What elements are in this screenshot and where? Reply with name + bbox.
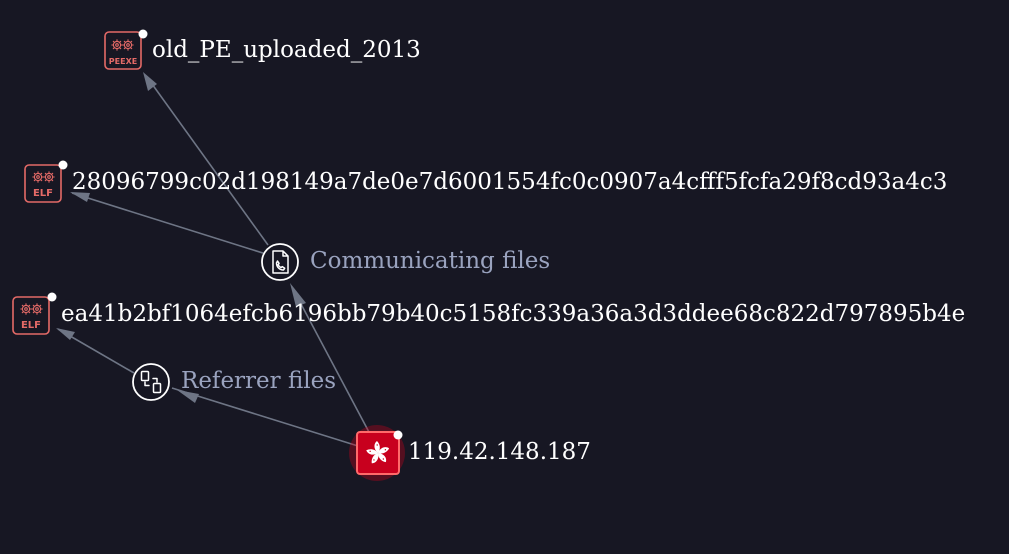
file-node-elf1[interactable]: ELF 28096799c02d198149a7de0e7d6001554fc0… xyxy=(24,160,947,203)
arrowhead-elf2 xyxy=(56,328,75,340)
relation-node-referrer[interactable]: Referrer files xyxy=(132,363,336,401)
relation-label-communicating: Communicating files xyxy=(310,248,550,274)
arrowhead-communicating xyxy=(290,283,306,307)
file-icon-elf1: ELF xyxy=(24,164,62,203)
linked-files-icon xyxy=(140,370,162,394)
arrowhead-pe xyxy=(143,72,157,91)
status-dot xyxy=(393,430,403,440)
node-label-ip: 119.42.148.187 xyxy=(408,439,591,465)
file-icon-elf2: ELF xyxy=(12,296,50,335)
file-type-badge: ELF xyxy=(21,320,41,331)
file-node-elf2[interactable]: ELF ea41b2bf1064efcb6196bb79b40c5158fc33… xyxy=(12,292,965,335)
relation-node-communicating[interactable]: Communicating files xyxy=(261,243,550,281)
node-label-elf1: 28096799c02d198149a7de0e7d6001554fc0c090… xyxy=(72,169,947,195)
relation-label-referrer: Referrer files xyxy=(181,368,336,394)
ip-node[interactable]: 119.42.148.187 xyxy=(349,425,591,481)
edge-ip-to-referrer xyxy=(171,387,359,447)
arrowhead-referrer xyxy=(177,390,199,403)
graph-edges xyxy=(56,72,371,447)
file-type-badge: ELF xyxy=(33,188,53,199)
file-icon-pe: PEEXE xyxy=(104,31,142,70)
file-node-pe[interactable]: PEEXE old_PE_uploaded_2013 xyxy=(104,29,421,70)
status-dot xyxy=(47,292,57,302)
arrowhead-elf1 xyxy=(70,192,90,202)
node-label-elf2: ea41b2bf1064efcb6196bb79b40c5158fc339a36… xyxy=(61,301,965,327)
edge-communicating-to-elf1 xyxy=(71,192,267,255)
edge-ip-to-communicating xyxy=(291,286,371,435)
hong-kong-flag-icon xyxy=(365,441,390,465)
edge-communicating-to-pe xyxy=(146,76,269,246)
node-label-pe: old_PE_uploaded_2013 xyxy=(152,37,421,63)
phone-document-icon xyxy=(272,250,289,274)
file-type-badge: PEEXE xyxy=(109,57,137,66)
status-dot xyxy=(58,160,68,170)
status-dot xyxy=(138,29,148,39)
